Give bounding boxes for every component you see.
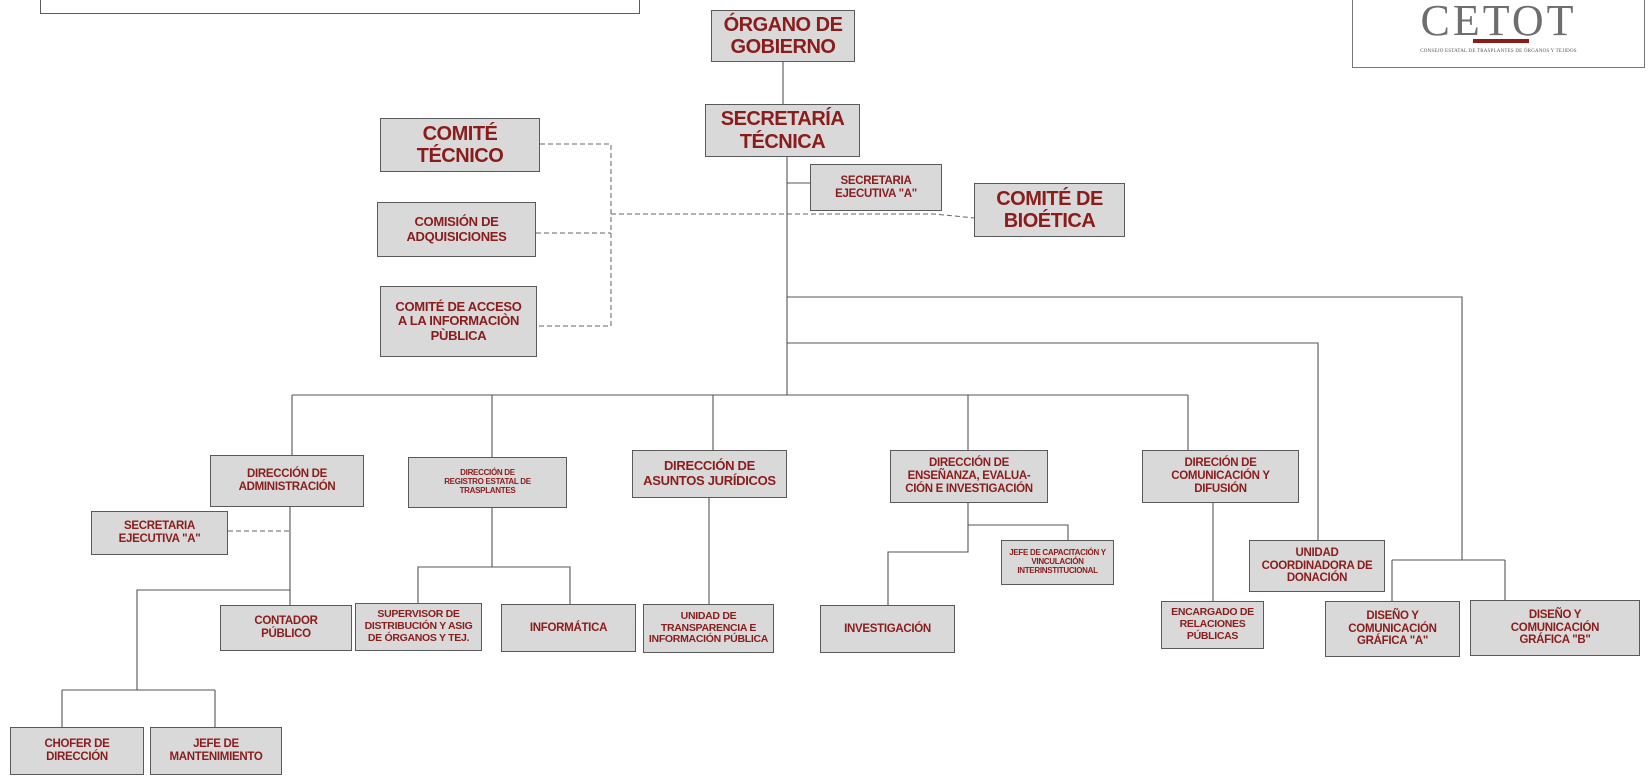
dashed-line: [787, 213, 976, 219]
direccion-juridicos-box: DIRECCIÓN DE ASUNTOS JURÍDICOS: [632, 450, 787, 498]
investigacion-box: INVESTIGACIÓN: [820, 605, 955, 653]
comite-tecnico-box: COMITÉ TÉCNICO: [380, 118, 540, 172]
connector-line: [787, 296, 1463, 560]
unidad-coordinadora-box: UNIDAD COORDINADORA DE DONACIÓN: [1249, 540, 1385, 592]
connector-line: [136, 507, 291, 690]
encargado-relaciones-box: ENCARGADO DE RELACIONES PÚBLICAS: [1161, 601, 1264, 649]
jefe-capacitacion-box: JEFE DE CAPACITACIÓN Y VINCULACIÓN INTER…: [1001, 540, 1114, 585]
comision-adquisiciones-box: COMISIÓN DE ADQUISICIONES: [377, 202, 536, 257]
direccion-administracion-box: DIRECCIÓN DE ADMINISTRACIÓN: [210, 455, 364, 507]
connector-line: [492, 566, 571, 604]
unidad-transparencia-box: UNIDAD DE TRANSPARENCIA E INFORMACIÓN PÚ…: [643, 604, 774, 653]
direccion-comunicacion-box: DIRECIÓN DE COMUNICACIÓN Y DIFUSIÓN: [1142, 450, 1299, 503]
connector-line: [887, 503, 969, 605]
jefe-mantenimiento-box: JEFE DE MANTENIMIENTO: [150, 727, 282, 775]
diseno-comunicacion-a-box: DISEÑO Y COMUNICACIÓN GRÁFICA "A": [1325, 601, 1460, 657]
logo-full-name: CONSEJO ESTATAL DE TRASPLANTES DE ÓRGANO…: [1420, 49, 1577, 54]
logo-acronym: CETOT: [1420, 0, 1577, 45]
informatica-box: INFORMÁTICA: [501, 604, 636, 652]
diseno-comunicacion-b-box: DISEÑO Y COMUNICACIÓN GRÁFICA "B": [1470, 600, 1640, 656]
direccion-registro-box: DIRECCIÓN DE REGISTRO ESTATAL DE TRASPLA…: [408, 457, 567, 508]
connector-line: [968, 524, 1069, 540]
dashed-line: [537, 143, 612, 327]
direccion-ensenanza-box: DIRECCIÓN DE ENSEÑANZA, EVALUA- CIÓN E I…: [890, 450, 1048, 503]
contador-publico-box: CONTADOR PÚBLICO: [220, 605, 352, 651]
secretaria-ejecutiva-top-box: SECRETARIA EJECUTIVA "A": [810, 164, 942, 211]
secretaria-tecnica-box: SECRETARÍA TÉCNICA: [705, 104, 860, 157]
comite-acceso-informacion-box: COMITÉ DE ACCESO A LA INFORMACIÒN PÙBLIC…: [380, 286, 537, 357]
chofer-direccion-box: CHOFER DE DIRECCIÓN: [10, 727, 144, 775]
secretaria-ejecutiva-admin-box: SECRETARIA EJECUTIVA "A": [91, 511, 228, 555]
comite-bioetica-box: COMITÉ DE BIOÉTICA: [974, 183, 1125, 237]
organo-gobierno-box: ÓRGANO DE GOBIERNO: [711, 10, 855, 62]
title-frame: [40, 0, 640, 14]
cetot-logo: CETOT CONSEJO ESTATAL DE TRASPLANTES DE …: [1352, 0, 1645, 68]
connector-line: [417, 508, 493, 603]
connector-line: [787, 342, 1319, 540]
logo-rule: [1473, 39, 1529, 43]
supervisor-distribucion-box: SUPERVISOR DE DISTRIBUCIÓN Y ASIG DE ÓRG…: [355, 603, 482, 651]
